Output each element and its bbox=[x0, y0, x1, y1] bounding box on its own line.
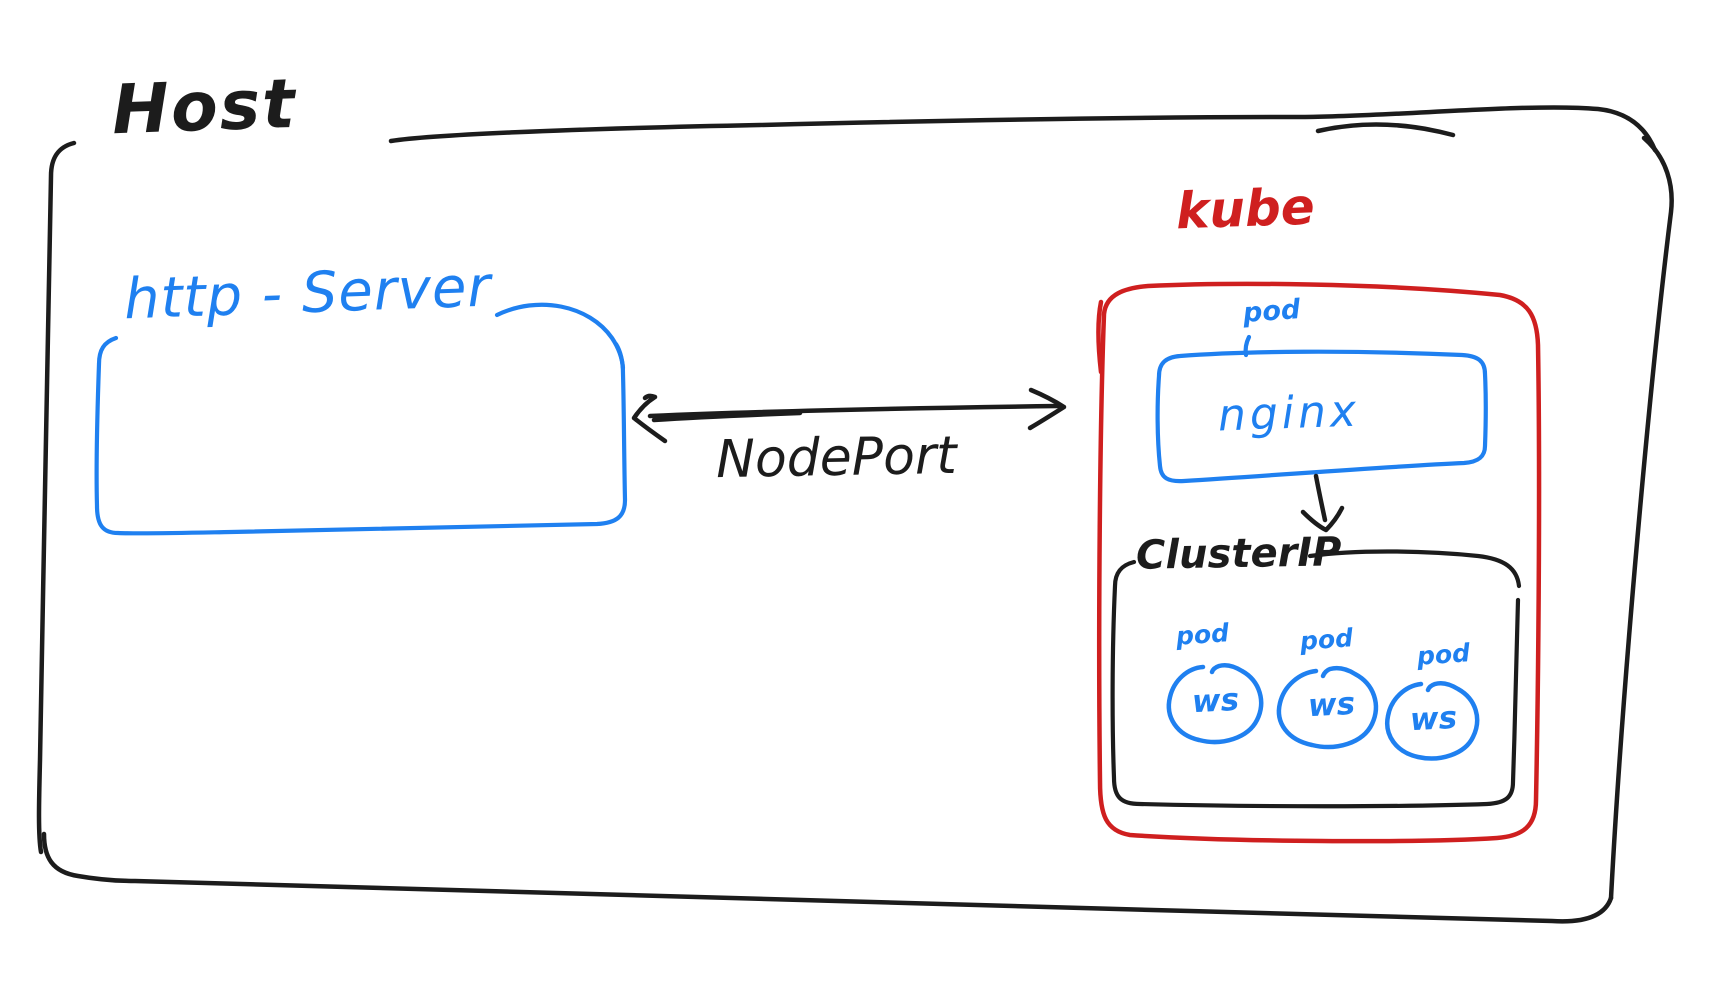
ws-pod-3-label: ws bbox=[1409, 699, 1458, 739]
ws-pod-1-label: ws bbox=[1191, 681, 1240, 721]
ws-circle-2 bbox=[1276, 665, 1379, 750]
nginx-box-outline bbox=[1155, 334, 1488, 484]
nginx-box bbox=[1155, 349, 1488, 484]
http-server-label: http - Server bbox=[122, 254, 493, 333]
host-bottom-edge bbox=[41, 831, 1614, 924]
nodeport-arrow-shaft-overlap bbox=[651, 410, 803, 423]
host-top-edge bbox=[388, 105, 1658, 153]
host-label: Host bbox=[110, 64, 298, 151]
clusterip-top-edge bbox=[1307, 549, 1522, 589]
down-arrow-shaft bbox=[1313, 473, 1328, 523]
ws-pod-2-label: ws bbox=[1307, 685, 1356, 725]
nginx-label: nginx bbox=[1217, 385, 1361, 442]
kube-box-left-overlap-stroke bbox=[1096, 299, 1104, 375]
nodeport-arrow bbox=[631, 387, 1067, 444]
nginx-pod-label-connector bbox=[1243, 334, 1252, 358]
kube-box bbox=[1096, 281, 1542, 844]
http-server-box bbox=[94, 335, 628, 536]
kube-box-outline bbox=[1096, 281, 1542, 844]
down-arrow-head bbox=[1300, 505, 1345, 533]
clusterip-box bbox=[1110, 559, 1521, 809]
ws-pod-3-tag: pod bbox=[1416, 638, 1471, 671]
ws-circle-1 bbox=[1166, 662, 1264, 745]
host-box-outline bbox=[36, 105, 1674, 924]
nginx-pod-tag: pod bbox=[1241, 294, 1302, 329]
host-top-overlap-stroke bbox=[1315, 122, 1456, 138]
nodeport-arrow-right-head bbox=[1027, 387, 1067, 431]
clusterip-label: ClusterIP bbox=[1135, 529, 1342, 579]
nodeport-arrow-shaft bbox=[647, 403, 1061, 419]
clusterip-box-outline bbox=[1110, 549, 1522, 809]
host-left-edge bbox=[36, 140, 77, 855]
kube-label: kube bbox=[1175, 177, 1316, 241]
http-server-top-tail bbox=[494, 302, 626, 371]
http-server-box-outline bbox=[94, 302, 628, 536]
nginx-to-clusterip-arrow bbox=[1300, 473, 1345, 533]
nodeport-arrow-left-head bbox=[631, 393, 668, 444]
ws-pod-2-tag: pod bbox=[1299, 623, 1354, 656]
host-right-edge bbox=[1608, 135, 1674, 901]
ws-pod-circles bbox=[1166, 662, 1480, 761]
nodeport-label: NodePort bbox=[715, 425, 958, 491]
ws-circle-3 bbox=[1384, 680, 1480, 761]
ws-pod-1-tag: pod bbox=[1175, 618, 1230, 651]
